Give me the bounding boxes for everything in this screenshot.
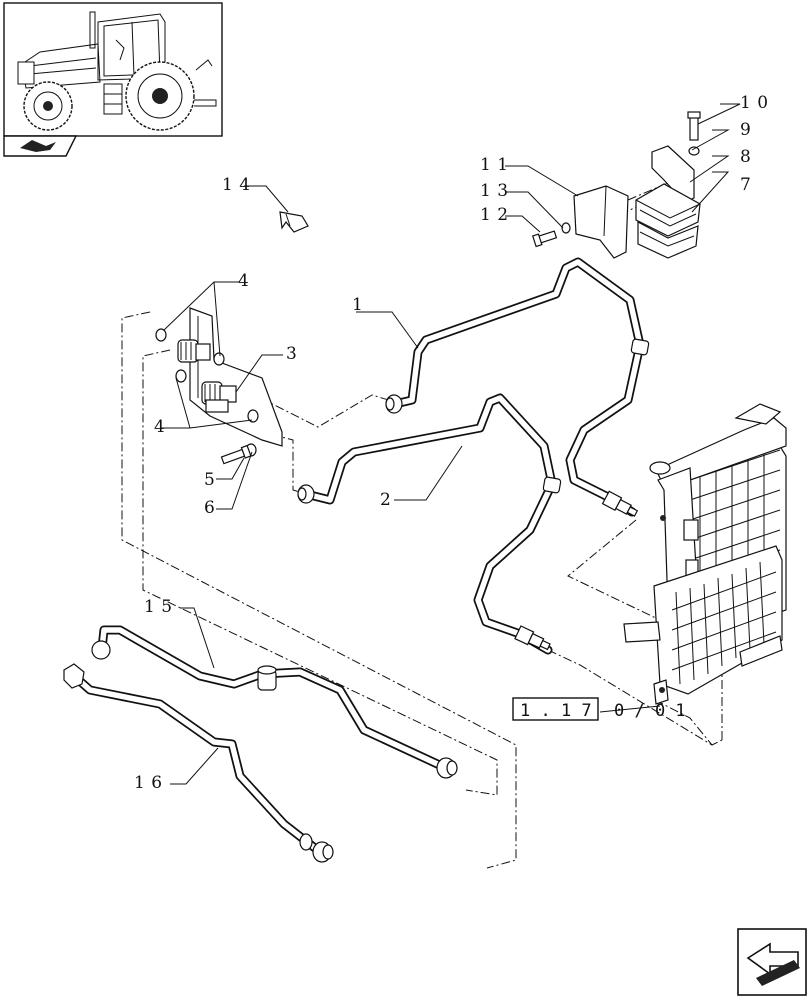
callout-1: 1: [352, 295, 363, 315]
callout-10: 1 0: [740, 93, 769, 113]
callout-leaders: [160, 103, 741, 785]
cross-reference-link[interactable]: 1 . 1 7 0 / 0 1: [512, 697, 686, 721]
thermostatic-valve-assembly[interactable]: [155, 307, 283, 465]
tractor-thumbnail-icon[interactable]: [3, 2, 223, 137]
callout-12: 1 2: [480, 205, 509, 225]
oil-pipe-16[interactable]: [63, 663, 334, 863]
section-marker-icon[interactable]: [3, 135, 78, 157]
mounting-bracket-assembly[interactable]: [531, 111, 701, 259]
callout-labels: 1 2 3 4 4 5 6 7 8 9 1 0 1 1 1 2 1 3 1 4 …: [134, 93, 769, 793]
callout-2: 2: [380, 490, 391, 510]
callout-7: 7: [740, 175, 751, 195]
callout-13: 1 3: [480, 181, 509, 201]
callout-3: 3: [286, 344, 297, 364]
oil-cooler-radiator[interactable]: [623, 403, 787, 705]
reference-suffix: 0 / 0 1: [614, 701, 686, 721]
callout-8: 8: [740, 147, 751, 167]
callout-16: 1 6: [134, 773, 163, 793]
callout-5: 5: [204, 470, 215, 490]
callout-15: 1 5: [144, 597, 173, 617]
assembly-dash-lines: [121, 179, 723, 869]
oil-pipe-15[interactable]: [91, 625, 458, 779]
oil-pipe-2[interactable]: [297, 393, 562, 655]
callout-14: 1 4: [222, 175, 251, 195]
reference-code: 1 . 1 7: [520, 701, 592, 721]
oil-pipe-1[interactable]: [385, 257, 650, 520]
callout-4-upper: 4: [238, 271, 249, 291]
callout-11: 1 1: [480, 155, 509, 175]
callout-4-lower: 4: [154, 417, 165, 437]
next-page-arrow-icon[interactable]: [737, 928, 807, 996]
callout-9: 9: [740, 120, 751, 140]
clip-part-14[interactable]: [279, 211, 309, 233]
callout-6: 6: [204, 498, 215, 518]
